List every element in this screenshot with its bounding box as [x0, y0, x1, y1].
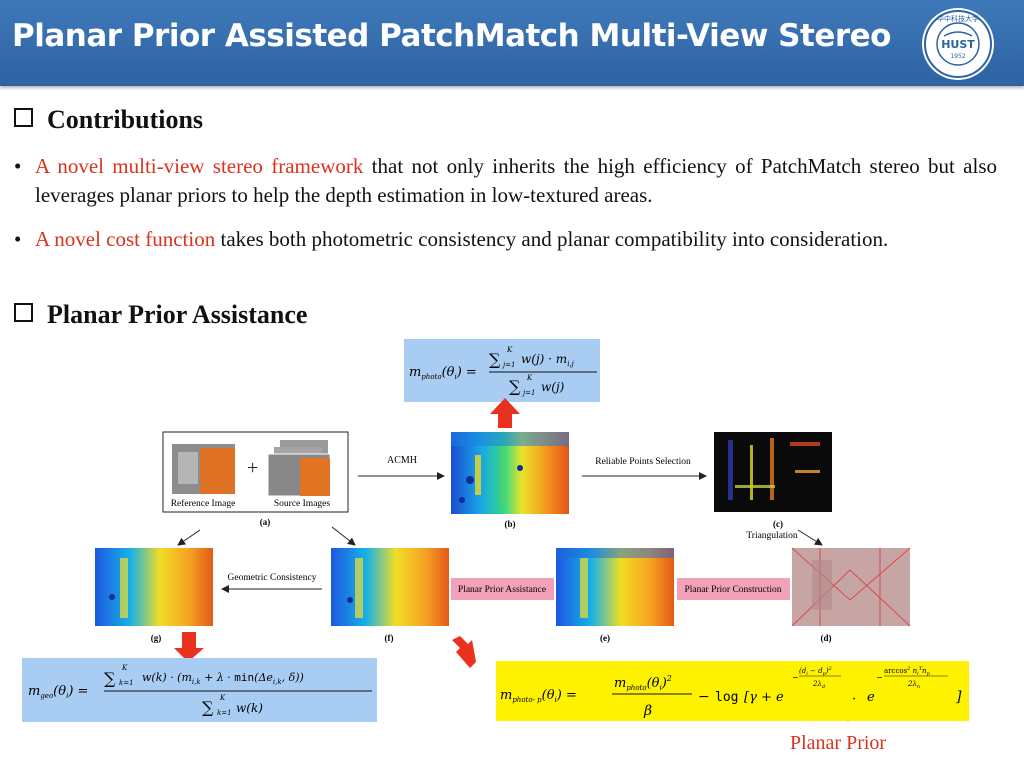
red-up-arrow	[490, 398, 520, 428]
logo-text-center: HUST	[941, 38, 975, 51]
svg-text:mphoto(θi)2: mphoto(θi)2	[614, 674, 672, 692]
bullet-1-highlight: A novel multi-view stereo framework	[35, 154, 364, 178]
checkbox-square-icon	[14, 303, 33, 322]
panel-label-b: (b)	[505, 519, 516, 529]
svg-text:k=1: k=1	[119, 679, 134, 687]
reference-image-label: Reference Image	[171, 498, 236, 509]
svg-text:∑: ∑	[104, 669, 116, 688]
assistance-heading: Planar Prior Assistance	[12, 300, 307, 330]
planar-prior-label: Planar Prior	[790, 732, 887, 754]
svg-text:∑: ∑	[202, 698, 214, 717]
construction-label: Planar Prior Construction	[684, 585, 781, 595]
planar-prior-e	[556, 548, 674, 626]
arrow-a-g	[177, 529, 201, 546]
svg-text:mphoto- p(θi) =: mphoto- p(θi) =	[500, 688, 577, 704]
svg-text:w(j): w(j)	[541, 380, 565, 394]
checkbox-square-icon	[14, 108, 33, 127]
svg-text:]: ]	[955, 689, 962, 705]
svg-text:mgeo(θi) =: mgeo(θi) =	[28, 684, 88, 700]
title-bar: Planar Prior Assisted PatchMatch Multi-V…	[0, 0, 1024, 86]
equation-photo-p: mphoto- p(θi) = mphoto(θi)2 β − log [γ +…	[496, 661, 969, 721]
svg-text:∑: ∑	[489, 350, 501, 369]
svg-text:mphoto(θi) =: mphoto(θi) =	[409, 365, 477, 381]
svg-text:−: −	[792, 673, 799, 682]
construction-label-box	[677, 578, 790, 600]
svg-text:k=1: k=1	[217, 709, 232, 717]
svg-text:j=1: j=1	[521, 389, 536, 397]
arrow-c-d	[797, 529, 823, 546]
panel-label-c: (c)	[773, 519, 783, 529]
acmh-label: ACMH	[387, 455, 417, 466]
bullet-2-text: takes both photometric consistency and p…	[215, 227, 889, 251]
svg-text:−: −	[698, 689, 710, 705]
svg-text:e: e	[867, 690, 875, 705]
logo-year: 1952	[950, 53, 965, 60]
panel-label-a: (a)	[260, 517, 271, 527]
contributions-heading: Contributions	[12, 105, 203, 135]
svg-text:β: β	[643, 703, 652, 719]
equation-photo: mphoto(θi) = ∑ K j=1 w(j) · mi,j ∑ K j=1…	[404, 339, 600, 402]
svg-text:w(j) · mi,j: w(j) · mi,j	[521, 352, 575, 368]
svg-text:K: K	[219, 694, 226, 702]
triangulation-label: Triangulation	[746, 531, 798, 541]
svg-text:[γ + e: [γ + e	[744, 690, 784, 705]
panel-label-f: (f)	[385, 633, 394, 643]
arrow-a-f	[331, 526, 356, 546]
svg-text:2λd: 2λd	[812, 680, 825, 690]
svg-text:w(k): w(k)	[236, 701, 263, 715]
svg-text:−: −	[876, 673, 883, 682]
geometric-consistency-label: Geometric Consistency	[228, 573, 317, 583]
svg-text:(di − dp)2: (di − dp)2	[799, 666, 832, 677]
svg-text:log: log	[715, 690, 738, 705]
source-images-label: Source Images	[274, 499, 330, 509]
svg-text:K: K	[506, 346, 513, 354]
red-diagonal-arrow	[452, 636, 476, 668]
depth-map-g	[95, 548, 213, 626]
svg-text:j=1: j=1	[501, 361, 516, 369]
university-logo: 华中科技大学 HUST 1952	[922, 8, 994, 80]
panel-label-d: (d)	[821, 633, 832, 643]
svg-text:K: K	[121, 664, 128, 672]
page-title: Planar Prior Assisted PatchMatch Multi-V…	[12, 18, 891, 54]
panel-label-e: (e)	[600, 633, 610, 643]
assistance-label-box	[451, 578, 554, 600]
assistance-label: Planar Prior Assistance	[458, 585, 546, 595]
equation-geo: mgeo(θi) = ∑ K k=1 w(k) · (mi,k + λ · mi…	[22, 658, 377, 722]
triangulation-d	[792, 548, 910, 626]
bullet-2-highlight: A novel cost function	[35, 227, 216, 251]
svg-text:K: K	[526, 374, 533, 382]
red-down-arrow	[174, 632, 204, 662]
reliable-points-label: Reliable Points Selection	[595, 457, 691, 467]
depth-map-f	[331, 548, 449, 626]
svg-text:∑: ∑	[509, 377, 521, 396]
panel-label-g: (g)	[151, 633, 162, 643]
svg-text:·: ·	[852, 692, 856, 707]
logo-text-top: 华中科技大学	[937, 14, 979, 23]
svg-text:w(k) · (mi,k + λ · min(Δei,k,: w(k) · (mi,k + λ · min(Δei,k, δ))	[142, 671, 304, 686]
svg-text:2λn: 2λn	[907, 680, 920, 690]
svg-text:arccos2 niTnp: arccos2 niTnp	[884, 666, 931, 677]
bullet-1-text: that not only inherits the high efficien…	[35, 154, 997, 207]
plus-sign: +	[247, 457, 258, 479]
